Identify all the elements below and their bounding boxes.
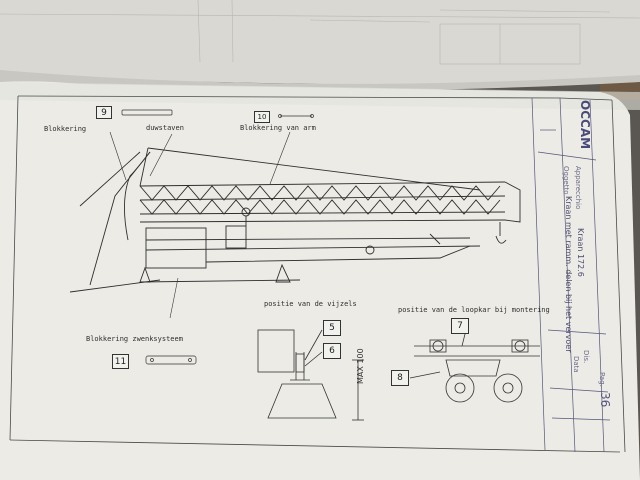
vijzels-detail — [257, 329, 364, 421]
title-field1-label: Apparecchio — [574, 166, 582, 210]
callout-5: 5 — [323, 320, 341, 336]
label-blokkering-van-arm: Blokkering van arm — [240, 124, 316, 132]
label-positie-loopkar: positie van de loopkar bij montering — [398, 306, 550, 314]
title-field2-label: Oggetto — [562, 166, 570, 195]
drawing-sheet — [0, 81, 640, 480]
upper-page — [0, 0, 640, 85]
title-pag-value: 36 — [598, 392, 612, 408]
leader-lines — [109, 131, 291, 319]
label-blokkering-zwenksysteem: Blokkering zwenksysteem — [86, 335, 183, 343]
sheet-border — [9, 95, 626, 453]
title-field1-value: Kraan 172.6 — [576, 228, 585, 277]
sheet-top-shade — [0, 82, 640, 110]
title-field2-value: Kraan met ramm. delen bij het vervoer — [564, 196, 573, 353]
callout-6: 6 — [323, 343, 341, 359]
label-max-dim: MAX 100 — [356, 348, 365, 384]
title-company: OCCAM — [578, 100, 592, 150]
title-block — [531, 97, 611, 453]
label-blokkering: Blokkering — [44, 125, 87, 133]
callout-11: 11 — [112, 354, 129, 369]
label-duwstaven: duwstaven — [146, 124, 184, 132]
callout-10: 10 — [254, 111, 270, 123]
callout-9: 9 — [96, 106, 112, 119]
title-data-label: Data — [572, 356, 580, 373]
crane-jib — [139, 147, 521, 244]
part-drawings — [121, 109, 314, 365]
crane-base — [69, 151, 481, 293]
callout-7: 7 — [451, 318, 469, 334]
label-positie-vijzels: positie van de vijzels — [264, 300, 357, 308]
upper-page-lines — [0, 0, 640, 65]
callout-8: 8 — [391, 370, 409, 386]
title-dis-label: Dis. — [582, 350, 590, 364]
title-pag-label: Pag. — [598, 372, 606, 387]
loopkar-detail — [409, 329, 540, 403]
